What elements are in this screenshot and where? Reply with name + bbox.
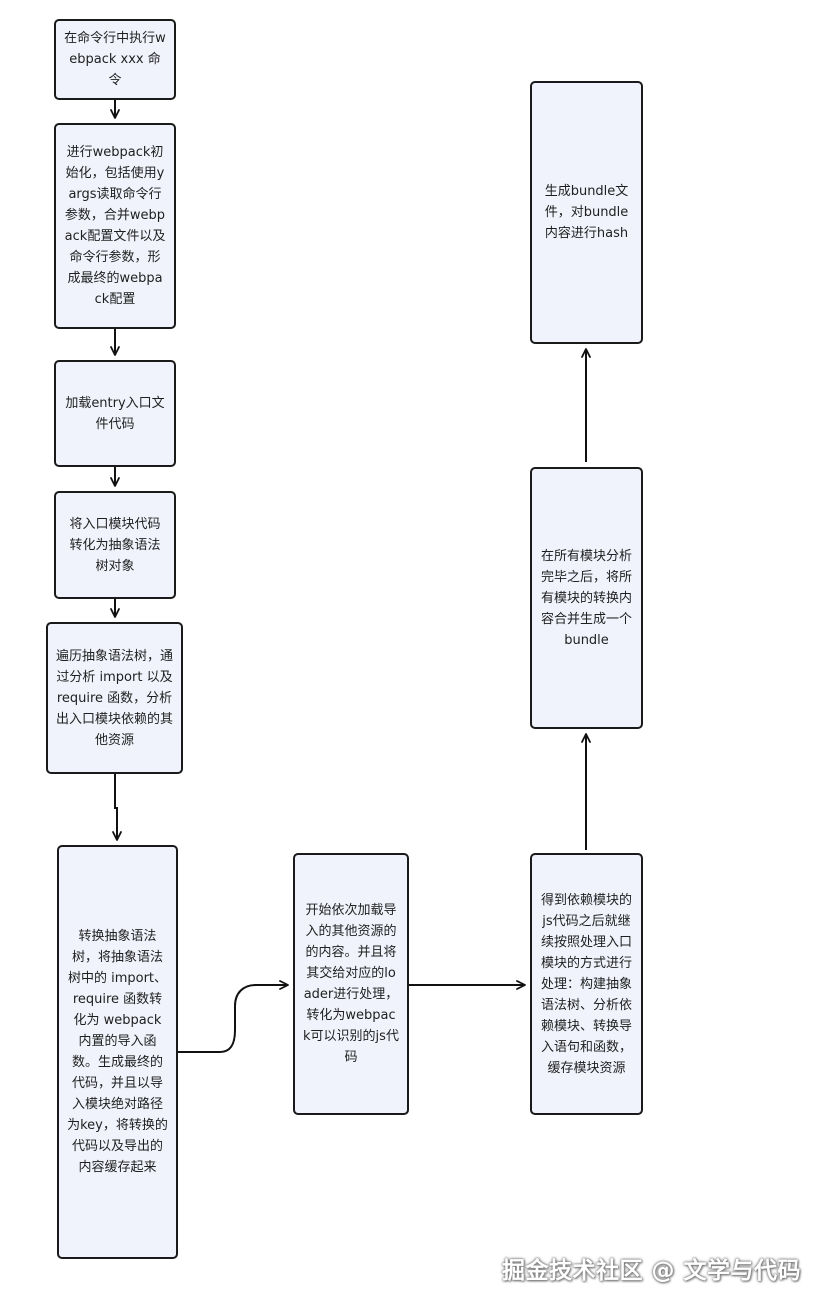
- step-webpack-init: 进行webpack初始化，包括使用yargs读取命令行参数，合并webpack配…: [54, 123, 176, 329]
- step-process-dependency-modules: 得到依赖模块的js代码之后就继续按照处理入口模块的方式进行处理：构建抽象语法树、…: [530, 853, 643, 1115]
- step-entry-to-ast-text: 将入口模块代码转化为抽象语法树对象: [69, 516, 161, 574]
- step-merge-bundle-text: 在所有模块分析完毕之后，将所有模块的转换内容合并生成一个bundle: [540, 548, 632, 648]
- step-run-webpack-command-text: 在命令行中执行webpack xxx 命令: [64, 31, 166, 88]
- step-run-webpack-command: 在命令行中执行webpack xxx 命令: [54, 19, 176, 100]
- step-transform-ast: 转换抽象语法树，将抽象语法树中的 import、require 函数转化为 we…: [57, 845, 178, 1259]
- step-process-dependency-modules-text: 得到依赖模块的js代码之后就继续按照处理入口模块的方式进行处理：构建抽象语法树、…: [540, 892, 632, 1076]
- step-traverse-ast: 遍历抽象语法树，通过分析 import 以及 require 函数，分析出入口模…: [46, 622, 183, 774]
- watermark: 掘金技术社区 @ 文学与代码: [501, 1258, 801, 1284]
- arrow-n5-to-n6: [112, 774, 122, 841]
- step-generate-bundle-file: 生成bundle文件，对bundle内容进行hash: [530, 81, 643, 344]
- step-webpack-init-text: 进行webpack初始化，包括使用yargs读取命令行参数，合并webpack配…: [64, 145, 166, 307]
- arrow-n6-to-n7: [178, 980, 289, 1053]
- step-load-entry-text: 加载entry入口文件代码: [65, 395, 165, 432]
- step-generate-bundle-file-text: 生成bundle文件，对bundle内容进行hash: [544, 184, 629, 241]
- step-load-entry: 加载entry入口文件代码: [54, 360, 176, 467]
- step-load-dependencies: 开始依次加载导入的其他资源的的内容。并且将其交给对应的loader进行处理，转化…: [293, 853, 409, 1115]
- step-merge-bundle: 在所有模块分析完毕之后，将所有模块的转换内容合并生成一个bundle: [530, 467, 643, 729]
- step-transform-ast-text: 转换抽象语法树，将抽象语法树中的 import、require 函数转化为 we…: [67, 929, 168, 1175]
- step-traverse-ast-text: 遍历抽象语法树，通过分析 import 以及 require 函数，分析出入口模…: [56, 648, 174, 748]
- step-load-dependencies-text: 开始依次加载导入的其他资源的的内容。并且将其交给对应的loader进行处理，转化…: [303, 903, 399, 1065]
- step-entry-to-ast: 将入口模块代码转化为抽象语法树对象: [54, 491, 176, 599]
